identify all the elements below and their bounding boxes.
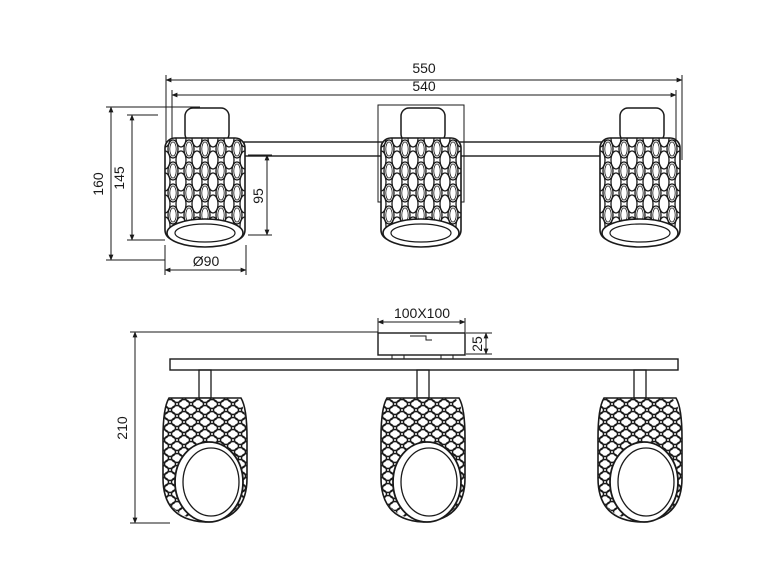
dim-side-height: 210 bbox=[114, 331, 378, 524]
dim-label-base-height: 25 bbox=[469, 336, 485, 352]
dim-shade-95: 95 bbox=[248, 154, 272, 236]
dim-overall-width: 550 bbox=[165, 60, 683, 160]
dim-label-550: 550 bbox=[412, 60, 436, 76]
dim-base-plate: 100X100 bbox=[377, 305, 466, 335]
dim-shade-145: 145 bbox=[111, 114, 165, 241]
dim-label-diameter: Ø90 bbox=[193, 253, 220, 269]
dim-label-160: 160 bbox=[90, 172, 106, 196]
base-box bbox=[377, 332, 466, 356]
rail-bar-side bbox=[169, 358, 679, 371]
dim-label-210: 210 bbox=[114, 416, 130, 440]
dim-label-base-plate: 100X100 bbox=[394, 305, 450, 321]
side-lamp-left bbox=[162, 369, 248, 523]
dim-base-height: 25 bbox=[466, 332, 492, 355]
side-lamp-right bbox=[597, 369, 683, 523]
dim-label-145: 145 bbox=[111, 166, 127, 190]
dim-bar-width: 540 bbox=[171, 78, 677, 150]
front-view: 550 540 160 145 95 bbox=[90, 60, 683, 275]
dim-label-540: 540 bbox=[412, 78, 436, 94]
dim-shade-diameter: Ø90 bbox=[164, 245, 247, 275]
front-lamp-left bbox=[164, 107, 246, 248]
dim-total-height: 160 bbox=[90, 106, 200, 261]
bottom-view: 100X100 25 210 bbox=[114, 305, 683, 524]
dim-label-95: 95 bbox=[250, 188, 266, 204]
front-lamp-middle bbox=[380, 107, 462, 248]
side-lamp-middle bbox=[380, 369, 466, 523]
front-lamp-right bbox=[599, 107, 681, 248]
